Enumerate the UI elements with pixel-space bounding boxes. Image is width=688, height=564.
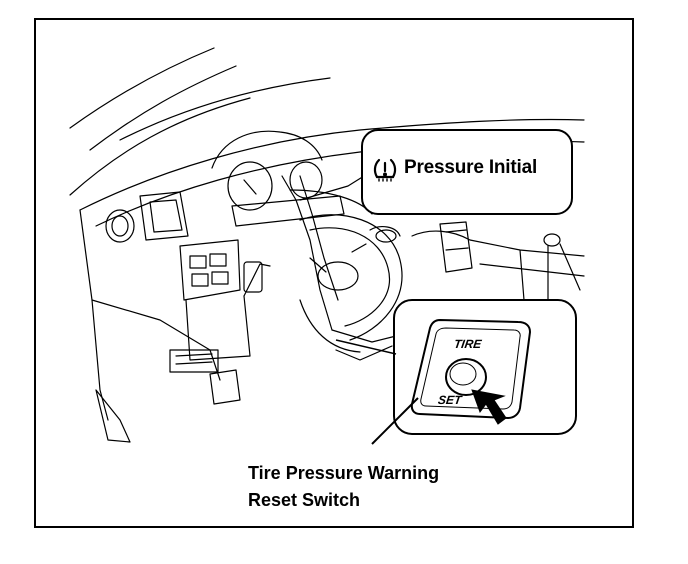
- windshield-line-1: [69, 47, 215, 129]
- column-right: [331, 329, 397, 343]
- dash-right-edge: [469, 239, 585, 257]
- diagram-frame: [34, 18, 634, 528]
- left-pedal: [95, 389, 131, 443]
- press-arrow-icon: [471, 389, 507, 425]
- dash-top: [79, 118, 585, 211]
- switch-label-tire: TIRE: [453, 337, 483, 351]
- windshield-line-4: [69, 97, 251, 196]
- wheel-hub: [317, 261, 359, 291]
- steering-wheel-rim: [299, 214, 403, 341]
- cluster-hood: [211, 130, 323, 169]
- windshield-line-2: [89, 65, 237, 151]
- switch-panel-inner: [420, 327, 521, 410]
- tire-pressure-warning-icon: [373, 158, 397, 182]
- steering-wheel-lower: [299, 299, 361, 353]
- gauge-left: [227, 161, 273, 211]
- pressure-initial-text: Pressure Initial: [404, 157, 538, 178]
- left-lower-dash: [91, 299, 221, 381]
- right-knob: [543, 233, 561, 247]
- wheel-top: [289, 189, 373, 215]
- callout-top-leader: [299, 175, 365, 201]
- left-vent-inner: [111, 215, 129, 237]
- steering-column: [281, 175, 333, 331]
- left-vent: [105, 209, 135, 243]
- switch-label-set: SET: [437, 393, 463, 407]
- caption-leader: [371, 397, 419, 445]
- lower-console: [185, 295, 251, 361]
- right-switch-panel: [439, 221, 473, 273]
- gauge-right: [289, 161, 323, 199]
- reset-switch-callout: [335, 299, 577, 445]
- lower-pedal: [209, 369, 241, 405]
- left-dash-edge: [79, 209, 109, 421]
- reset-button: [445, 358, 487, 396]
- caption-title: Tire Pressure Warning: [248, 463, 440, 483]
- console-switches: [169, 349, 219, 373]
- hvac-btn-2: [209, 253, 227, 267]
- cluster-base: [231, 195, 345, 227]
- caption-subtitle: Reset Switch: [248, 490, 361, 510]
- left-panel-box: [139, 191, 189, 241]
- hvac-btn-1: [189, 255, 207, 269]
- windshield-line-3: [119, 77, 331, 141]
- center-panel: [179, 239, 241, 301]
- pressure-initial-callout: [361, 129, 573, 215]
- right-vent-top: [369, 226, 401, 237]
